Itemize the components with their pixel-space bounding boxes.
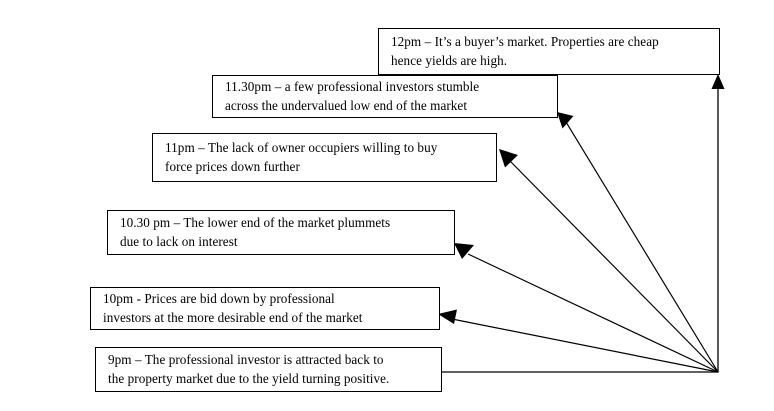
node-9pm-label: 9pm – The professional investor is attra… [108,351,390,386]
connector-to-1130pm [557,112,719,373]
node-10pm[interactable]: 10pm - Prices are bid down by profession… [90,287,440,330]
node-12pm[interactable]: 12pm – It’s a buyer’s market. Properties… [378,28,720,75]
connector-to-10pm [438,309,719,373]
connector-to-11pm [499,149,719,373]
node-1030pm-label: 10.30 pm – The lower end of the market p… [120,214,391,249]
connector-to-1030pm [454,243,719,373]
connector-to-12pm [442,74,725,373]
node-11pm[interactable]: 11pm – The lack of owner occupiers willi… [152,133,497,182]
node-10pm-label: 10pm - Prices are bid down by profession… [103,290,363,325]
node-1130pm[interactable]: 11.30pm – a few professional investors s… [212,75,558,118]
node-9pm[interactable]: 9pm – The professional investor is attra… [95,347,442,392]
node-1130pm-label: 11.30pm – a few professional investors s… [225,78,480,113]
node-1030pm[interactable]: 10.30 pm – The lower end of the market p… [107,210,455,255]
node-11pm-label: 11pm – The lack of owner occupiers willi… [165,139,438,174]
node-12pm-label: 12pm – It’s a buyer’s market. Properties… [391,33,659,68]
